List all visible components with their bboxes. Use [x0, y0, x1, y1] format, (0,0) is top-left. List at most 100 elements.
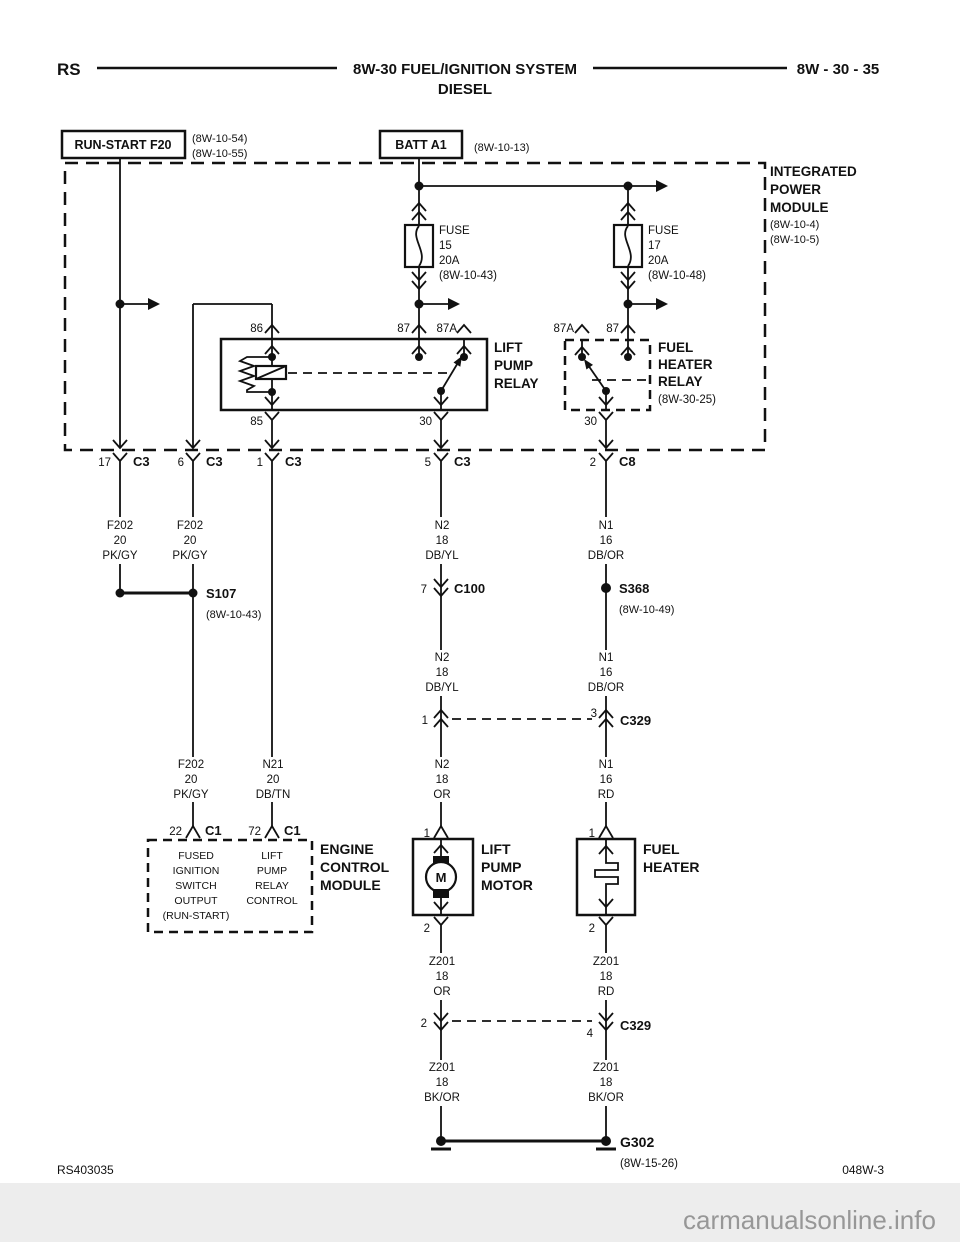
circuit-run-start-branch: F202 20 PK/GY: [102, 472, 138, 589]
c329-bottom-pin-4: 4: [587, 1028, 594, 1040]
page-title: 8W-30 FUEL/IGNITION SYSTEM: [353, 61, 577, 78]
lift-pump-relay: 86 87 87A 85 30 LIFT PUMP R: [219, 323, 539, 432]
splice-dot: [188, 588, 198, 598]
lpr-pin-86: 86: [250, 323, 263, 335]
wire-n2-a-1: N2: [435, 520, 450, 532]
c1-72-name: C1: [284, 823, 301, 838]
ground-return-left: Z201 18 OR 2 Z201 18 BK/OR: [421, 936, 460, 1137]
scan-footer-band: [0, 1183, 960, 1242]
ipm-ref-1: (8W-10-4): [770, 219, 819, 231]
connector-fork-icon: [433, 825, 449, 839]
motor-brush-icon: [433, 889, 449, 898]
ecm-pin22-fn-2: IGNITION: [173, 865, 220, 877]
g302-ref: (8W-15-26): [620, 1158, 678, 1170]
motor-name-1: LIFT: [481, 841, 511, 857]
ipm-name-3: MODULE: [770, 200, 829, 215]
lpr-pin-85: 85: [250, 416, 263, 428]
wire-z201-bkl-1: Z201: [429, 1062, 455, 1074]
ipm-exit-connectors: 17 C3 6 C3 1 C3 5 C3 2 C8: [98, 431, 636, 473]
wire-n1-b-3: DB/OR: [588, 682, 624, 694]
c3-17-pin: 17: [98, 457, 111, 469]
ecm-pin72-fn-3: RELAY: [255, 880, 289, 892]
ground-dot: [601, 1136, 611, 1146]
header: RS 8W-30 FUEL/IGNITION SYSTEM 8W - 30 - …: [57, 60, 879, 98]
contact-dot: [415, 353, 423, 361]
ecm-pin72-fn-4: CONTROL: [246, 895, 297, 907]
batt-ref: (8W-10-13): [474, 142, 529, 154]
watermark: carmanualsonline.info: [683, 1205, 936, 1235]
lpr-name-1: LIFT: [494, 340, 523, 355]
connector-y-icon: [264, 411, 280, 432]
header-section-code: RS: [57, 60, 81, 79]
wire-n1-a-2: 16: [600, 535, 613, 547]
wire-f202-b-2: 20: [184, 535, 197, 547]
source-batt: BATT A1 (8W-10-13): [378, 129, 529, 160]
wire-n1-c-3: RD: [598, 789, 615, 801]
ecm-pin72-fn-1: LIFT: [261, 850, 283, 862]
run-start-ref2: (8W-10-55): [192, 148, 247, 160]
motor-symbol-letter: M: [436, 870, 447, 885]
wire-f202-b-3: PK/GY: [172, 550, 207, 562]
connector-fork-icon: [185, 825, 201, 839]
wire-n2-b-2: 18: [436, 667, 449, 679]
wire-n2-c-2: 18: [436, 774, 449, 786]
c329-bottom-pin-2: 2: [421, 1018, 427, 1030]
connector-fork-icon: [598, 825, 614, 839]
contact-dot: [624, 353, 632, 361]
continuation-arrow-icon: [656, 298, 668, 310]
run-start-ref1: (8W-10-54): [192, 133, 247, 145]
ipm-name-2: POWER: [770, 182, 821, 197]
lpr-pin-87: 87: [397, 323, 410, 335]
c3-6-name: C3: [206, 454, 223, 469]
wire-n21-2: 20: [267, 774, 280, 786]
lpr-pin-87a: 87A: [437, 323, 458, 335]
wire-n2-b-1: N2: [435, 652, 450, 664]
continuation-arrow-icon: [448, 298, 460, 310]
g302-label: G302: [620, 1134, 654, 1150]
s107-ref: (8W-10-43): [206, 609, 261, 621]
continuation-arrow-icon: [148, 298, 160, 310]
c8-2-pin: 2: [590, 457, 596, 469]
connector-c329-top: 3 C329: [452, 708, 651, 728]
lift-pump-motor: M 2 LIFT PUMP MOTOR: [411, 837, 533, 937]
engine-control-module: FUSED IGNITION SWITCH OUTPUT (RUN-START)…: [146, 838, 390, 934]
heater-name-1: FUEL: [643, 841, 680, 857]
wire-z201-or-3: OR: [433, 986, 450, 998]
wire-f202-c-1: F202: [178, 759, 204, 771]
footer: RS403035 048W-3 carmanualsonline.info: [57, 1163, 936, 1235]
integrated-power-module: INTEGRATED POWER MODULE (8W-10-4) (8W-10…: [63, 161, 857, 452]
wire-f202-a-1: F202: [107, 520, 133, 532]
batt-label: BATT A1: [395, 138, 446, 152]
c100-name: C100: [454, 581, 485, 596]
fhr-name-2: HEATER: [658, 357, 713, 372]
page-number: 8W - 30 - 35: [797, 61, 880, 78]
connector-y-icon: [598, 452, 614, 473]
fuse-15-label-3: 20A: [439, 255, 460, 267]
circuit-ecm-runstart-branch: F202 20 PK/GY F202 20 PK/GY 22 C1: [169, 472, 222, 839]
fuel-heater: 2 FUEL HEATER: [575, 837, 700, 937]
wire-n2-a-3: DB/YL: [425, 550, 459, 562]
s368-label: S368: [619, 581, 649, 596]
c1-72-pin: 72: [248, 826, 261, 838]
s107-label: S107: [206, 586, 236, 601]
splice-dot: [601, 583, 611, 593]
relay-coil-icon: [237, 356, 272, 393]
c3-6-pin: 6: [178, 457, 184, 469]
batt-box: [378, 129, 464, 160]
wire-n1-c-1: N1: [599, 759, 614, 771]
splice-s107: S107 (8W-10-43): [115, 586, 261, 621]
ecm-pin72-fn-2: PUMP: [257, 865, 287, 877]
wire-f202-b-1: F202: [177, 520, 203, 532]
ipm-name-1: INTEGRATED: [770, 164, 857, 179]
fuse-15-ref: (8W-10-43): [439, 270, 497, 282]
relay-switch-arm: [587, 364, 607, 392]
fuse-15-label-1: FUSE: [439, 225, 470, 237]
circuit-lift-pump: N2 18 DB/YL 7 C100 N2 18 DB/YL 1 N2 18 O…: [421, 472, 485, 840]
ecm-name-2: CONTROL: [320, 859, 390, 875]
ecm-pin22-fn-3: SWITCH: [175, 880, 216, 892]
fuel-heater-relay: 87A 87 30 FUEL HEATER RELAY (8W-30-25): [554, 323, 716, 432]
c1-22-name: C1: [205, 823, 222, 838]
wire-n1-b-2: 16: [600, 667, 613, 679]
c100-pin: 7: [421, 584, 427, 596]
